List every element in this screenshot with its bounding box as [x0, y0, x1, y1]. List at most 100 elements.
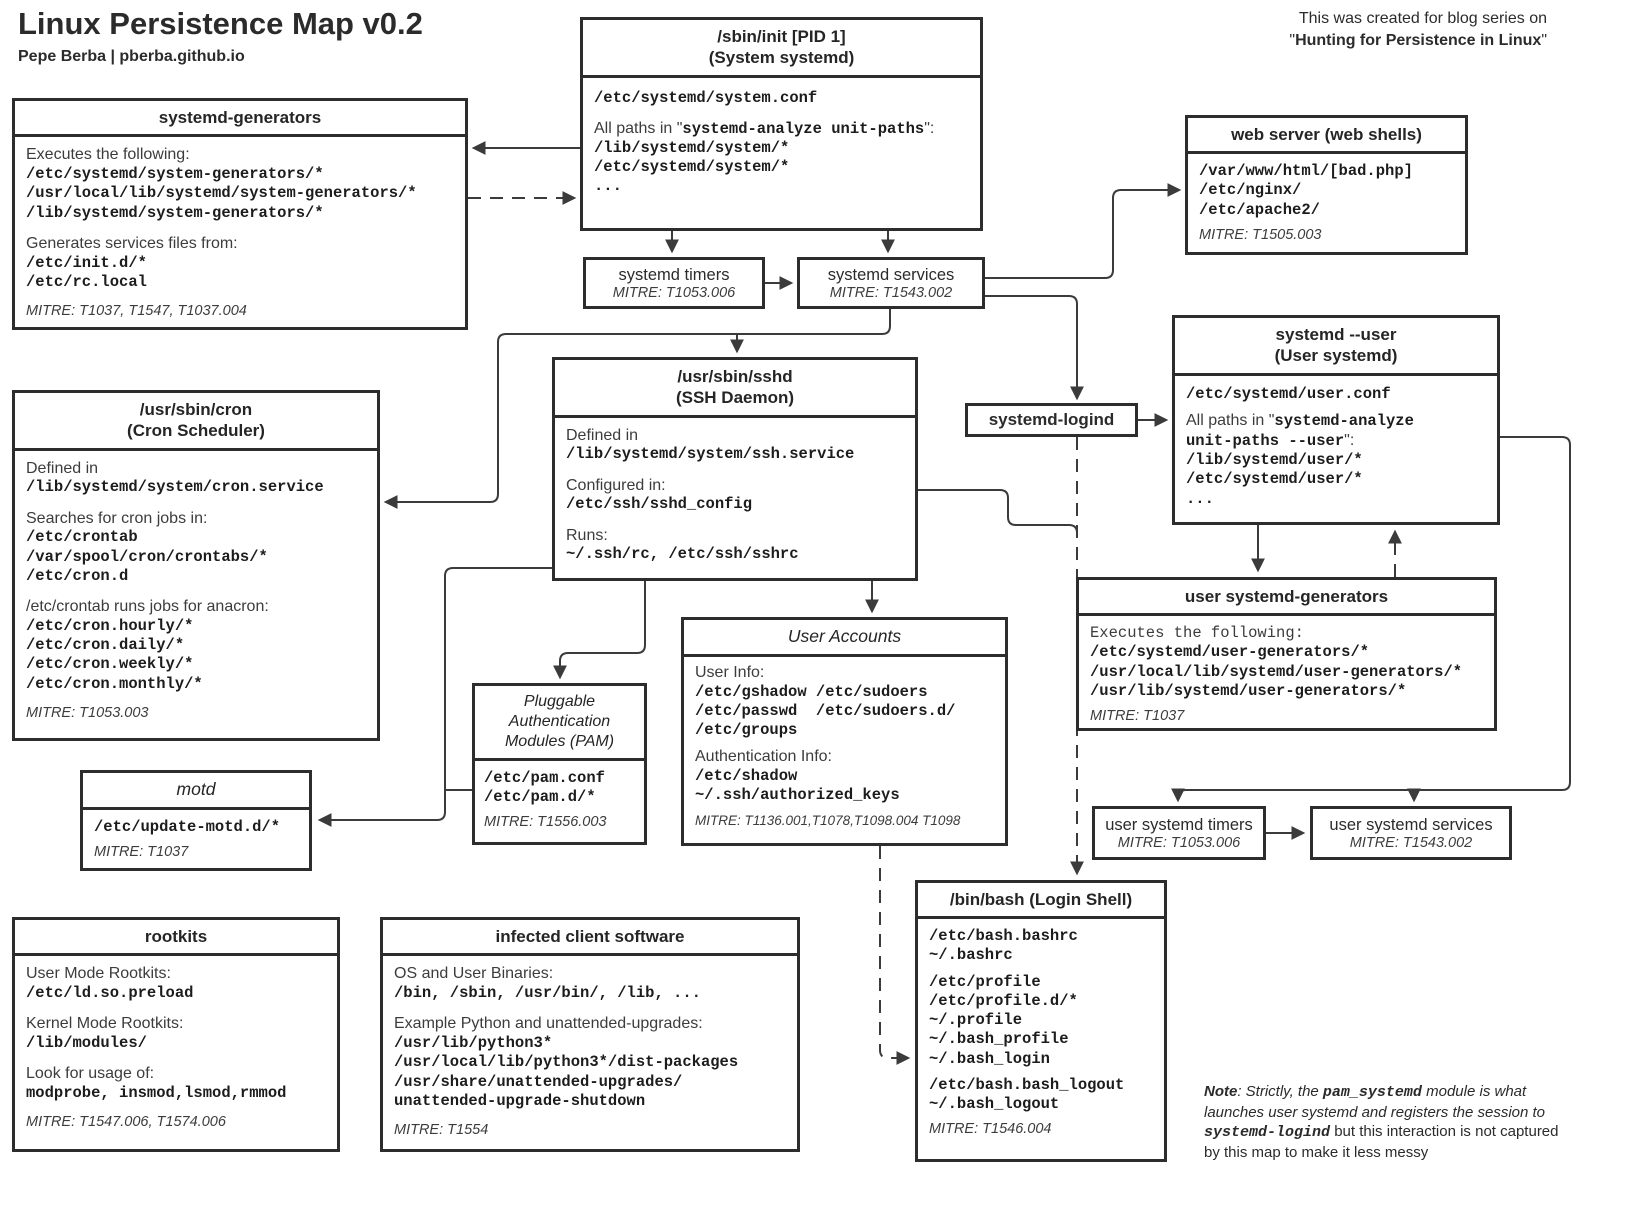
infected-example-path: /usr/lib/python3* [394, 1034, 553, 1053]
user-generators-path: /etc/systemd/user-generators/* [1090, 643, 1370, 662]
rootkits-mitre: MITRE: T1547.006, T1574.006 [26, 1114, 226, 1131]
sbin-init-box: /sbin/init [PID 1] (System systemd) /etc… [580, 17, 983, 231]
systemd-user-ellipsis: ... [1186, 489, 1214, 508]
bash-path: ~/.bash_profile [929, 1030, 1069, 1049]
bash-path: /etc/bash.bashrc [929, 927, 1078, 946]
user-accounts-path: /etc/groups [695, 721, 798, 740]
systemd-user-title: systemd --user (User systemd) [1175, 318, 1497, 376]
web-server-path: /etc/nginx/ [1199, 181, 1302, 200]
motd-path: /etc/update-motd.d/* [94, 817, 281, 836]
sshd-runs-label: Runs: [566, 526, 608, 544]
bash-path: ~/.bashrc [929, 946, 1013, 965]
motd-box: motd /etc/update-motd.d/* MITRE: T1037 [80, 770, 312, 871]
systemd-timers-label: systemd timers [618, 265, 730, 284]
credit-line1: This was created for blog series on [1298, 10, 1547, 27]
sshd-defined-path: /lib/systemd/system/ssh.service [566, 445, 855, 464]
credit-text: This was created for blog series on "Hun… [1195, 8, 1547, 51]
user-services-mitre: MITRE: T1543.002 [1349, 834, 1473, 851]
generators-mitre: MITRE: T1037, T1547, T1037.004 [26, 303, 247, 319]
user-accounts-path: /etc/passwd /etc/sudoers.d/ [695, 701, 956, 720]
cron-search-label: Searches for cron jobs in: [26, 509, 208, 527]
systemd-services-box: systemd services MITRE: T1543.002 [797, 257, 985, 309]
generators-generates-path: /etc/rc.local [26, 272, 147, 291]
footnote-text: but this interaction is not captured by … [1204, 1123, 1559, 1161]
cron-search-path: /etc/crontab [26, 528, 138, 547]
user-services-label: user systemd services [1329, 815, 1493, 834]
user-accounts-mitre: MITRE: T1136.001,T1078,T1098.004 T1098 [695, 812, 961, 828]
arrow-services-to-cron [383, 309, 891, 509]
systemd-user-paths-intro: All paths in "systemd-analyze [1186, 411, 1414, 430]
sshd-runs-path: ~/.ssh/rc, /etc/ssh/sshrc [566, 545, 799, 564]
user-accounts-auth-path: /etc/shadow [695, 767, 798, 786]
rootkits-kernel-label: Kernel Mode Rootkits: [26, 1015, 184, 1033]
cron-title: /usr/sbin/cron (Cron Scheduler) [15, 393, 377, 451]
web-server-mitre: MITRE: T1505.003 [1199, 226, 1322, 243]
pam-path: /etc/pam.conf [484, 769, 605, 787]
infected-mitre: MITRE: T1554 [394, 1122, 489, 1138]
systemd-user-unit-path: /lib/systemd/user/* [1186, 451, 1363, 470]
init-conf-path: /etc/systemd/system.conf [594, 88, 818, 107]
infected-example-path: /usr/share/unattended-upgrades/ [394, 1072, 683, 1091]
user-accounts-userinfo-label: User Info: [695, 663, 765, 681]
cron-anacron-path: /etc/cron.daily/* [26, 636, 185, 655]
user-accounts-title: User Accounts [684, 620, 1005, 657]
user-systemd-services-box: user systemd services MITRE: T1543.002 [1310, 806, 1512, 860]
motd-title: motd [83, 773, 309, 810]
init-unit-path: /lib/systemd/system/* [594, 138, 790, 157]
bash-path: /etc/profile.d/* [929, 991, 1078, 1010]
user-systemd-timers-box: user systemd timers MITRE: T1053.006 [1092, 806, 1266, 860]
user-generators-intro: Executes the following: [1090, 624, 1304, 643]
cron-defined-path: /lib/systemd/system/cron.service [26, 478, 324, 497]
bash-path: ~/.profile [929, 1011, 1023, 1030]
user-generators-mitre: MITRE: T1037 [1090, 708, 1185, 725]
footnote: Note: Strictly, the pam_systemd module i… [1204, 1082, 1560, 1162]
cron-anacron-path: /etc/cron.hourly/* [26, 616, 194, 635]
user-timers-mitre: MITRE: T1053.006 [1117, 834, 1241, 851]
systemd-timers-mitre: MITRE: T1053.006 [612, 284, 736, 301]
web-server-path: /etc/apache2/ [1199, 200, 1320, 219]
systemd-logind-label: systemd-logind [988, 410, 1115, 429]
pam-title: Pluggable Authentication Modules (PAM) [475, 686, 644, 761]
init-paths-intro: All paths in "systemd-analyze unit-paths… [594, 119, 935, 138]
pam-path: /etc/pam.d/* [484, 788, 596, 807]
systemd-user-conf-path: /etc/systemd/user.conf [1186, 384, 1391, 403]
motd-mitre: MITRE: T1037 [94, 844, 189, 861]
systemd-user-paths-intro2: unit-paths --user": [1186, 431, 1355, 450]
cron-search-path: /var/spool/cron/crontabs/* [26, 547, 268, 566]
rootkits-box: rootkits User Mode Rootkits: /etc/ld.so.… [12, 917, 340, 1152]
credit-quote-open: " [1289, 31, 1296, 49]
infected-example-label: Example Python and unattended-upgrades: [394, 1015, 703, 1033]
generators-path: /lib/systemd/system-generators/* [26, 203, 324, 222]
cron-anacron-path: /etc/cron.weekly/* [26, 655, 194, 674]
generators-generates-path: /etc/init.d/* [26, 253, 147, 272]
rootkits-usage-label: Look for usage of: [26, 1065, 155, 1083]
user-accounts-auth-path: ~/.ssh/authorized_keys [695, 786, 900, 805]
rootkits-user-label: User Mode Rootkits: [26, 965, 171, 983]
generators-path: /etc/systemd/system-generators/* [26, 165, 324, 184]
arrow-sshd-to-pam [553, 581, 646, 680]
init-ellipsis: ... [594, 177, 622, 196]
rootkits-title: rootkits [15, 920, 337, 957]
rootkits-kernel-path: /lib/modules/ [26, 1034, 147, 1053]
arrow-services-to-logind [985, 295, 1084, 401]
cron-search-path: /etc/cron.d [26, 566, 129, 585]
sshd-title: /usr/sbin/sshd (SSH Daemon) [555, 360, 915, 418]
cron-box: /usr/sbin/cron (Cron Scheduler) Defined … [12, 390, 380, 741]
footnote-text: module is what launches user systemd and… [1204, 1083, 1546, 1121]
systemd-logind-box: systemd-logind [965, 403, 1138, 437]
bash-path: /etc/bash.bash_logout [929, 1075, 1125, 1094]
sshd-configured-path: /etc/ssh/sshd_config [566, 495, 753, 514]
cron-mitre: MITRE: T1053.003 [26, 704, 149, 721]
generators-path: /usr/local/lib/systemd/system-generators… [26, 184, 417, 203]
rootkits-usage-cmds: modprobe, insmod,lsmod,rmmod [26, 1084, 287, 1103]
footnote-mono-systemd-logind: systemd-logind [1204, 1124, 1331, 1141]
footnote-mono-pam-systemd: pam_systemd [1322, 1084, 1422, 1101]
bash-title: /bin/bash (Login Shell) [918, 883, 1164, 920]
sshd-configured-label: Configured in: [566, 476, 666, 494]
credit-series-title: Hunting for Persistence in Linux [1295, 31, 1542, 49]
arrow-systemd-user-to-user-timers [1171, 436, 1571, 803]
infected-client-software-box: infected client software OS and User Bin… [380, 917, 800, 1152]
arrow-services-to-webserver [985, 183, 1182, 279]
systemd-generators-title: systemd-generators [15, 101, 465, 138]
